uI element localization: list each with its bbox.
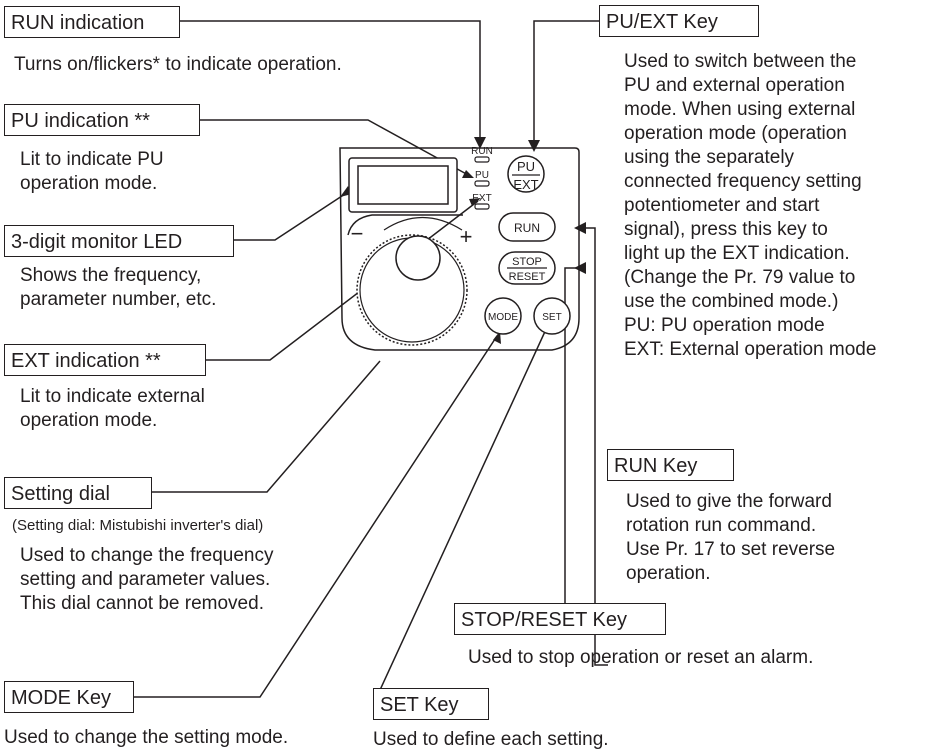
set-key-label-box: SET Key bbox=[373, 688, 489, 720]
ext-indication-desc: Lit to indicate external operation mode. bbox=[20, 386, 205, 431]
dial-plus: + bbox=[460, 224, 473, 249]
setting-dial-label: Setting dial bbox=[4, 477, 152, 509]
run-led bbox=[474, 156, 490, 163]
set-key-desc: Used to define each setting. bbox=[373, 729, 609, 750]
panel-outline bbox=[339, 147, 580, 351]
leader-pu-ext-key bbox=[533, 20, 600, 148]
stop-reset-key-label: STOP/RESET Key bbox=[454, 603, 666, 635]
stop-key-label: STOP bbox=[512, 256, 542, 268]
ext-led bbox=[474, 203, 490, 210]
ext-indication-label: EXT indication ** bbox=[4, 344, 206, 376]
setting-dial-grip bbox=[395, 235, 441, 281]
run-key[interactable] bbox=[498, 212, 556, 242]
leader-run-indication bbox=[179, 20, 481, 145]
pu-ext-key-desc: Used to switch between the PU and extern… bbox=[624, 51, 877, 360]
mode-key-desc: Used to change the setting mode. bbox=[4, 727, 289, 748]
run-indication-label: RUN indication bbox=[4, 6, 180, 38]
leader-mode-key bbox=[133, 335, 498, 698]
leader-run-key bbox=[579, 227, 608, 666]
ext-indicator-label: EXT bbox=[472, 193, 491, 204]
dial-minus: − bbox=[351, 221, 364, 246]
pu-indicator-label: PU bbox=[475, 170, 489, 181]
ext-key-label: EXT bbox=[513, 177, 538, 192]
run-key-desc: Used to give the forward rotation run co… bbox=[626, 491, 836, 584]
stop-reset-key-desc: Used to stop operation or reset an alarm… bbox=[468, 647, 814, 668]
set-key[interactable] bbox=[533, 297, 571, 335]
monitor-led-desc: Shows the frequency, parameter number, e… bbox=[20, 265, 217, 310]
set-key-label: SET bbox=[542, 312, 561, 323]
mode-key-label-box: MODE Key bbox=[4, 681, 134, 713]
mode-key-label: MODE bbox=[488, 312, 518, 323]
pu-indication-desc: Lit to indicate PU operation mode. bbox=[20, 149, 164, 194]
leader-monitor-led bbox=[233, 193, 346, 241]
setting-dial-desc: Used to change the frequency setting and… bbox=[20, 545, 274, 614]
mode-key[interactable] bbox=[484, 297, 522, 335]
monitor-led-label: 3-digit monitor LED bbox=[4, 225, 234, 257]
run-key-label: RUN bbox=[514, 221, 540, 235]
pu-ext-key-label: PU/EXT Key bbox=[599, 5, 759, 37]
pu-ext-key[interactable] bbox=[507, 155, 545, 193]
run-indicator-label: RUN bbox=[471, 146, 493, 157]
leader-stop-reset-key bbox=[564, 267, 578, 611]
pu-key-label: PU bbox=[517, 159, 535, 174]
reset-key-label: RESET bbox=[509, 271, 546, 283]
dial-arc-indicator bbox=[383, 216, 463, 231]
pu-led bbox=[474, 180, 490, 187]
monitor-led-window bbox=[357, 165, 449, 205]
pu-indication-label: PU indication ** bbox=[4, 104, 200, 136]
leader-set-key bbox=[373, 324, 549, 704]
run-indication-desc: Turns on/flickers* to indicate operation… bbox=[14, 54, 342, 75]
setting-dial-note: (Setting dial: Mistubishi inverter's dia… bbox=[12, 517, 264, 534]
run-key-label-box: RUN Key bbox=[607, 449, 734, 481]
leader-setting-dial bbox=[151, 360, 381, 493]
